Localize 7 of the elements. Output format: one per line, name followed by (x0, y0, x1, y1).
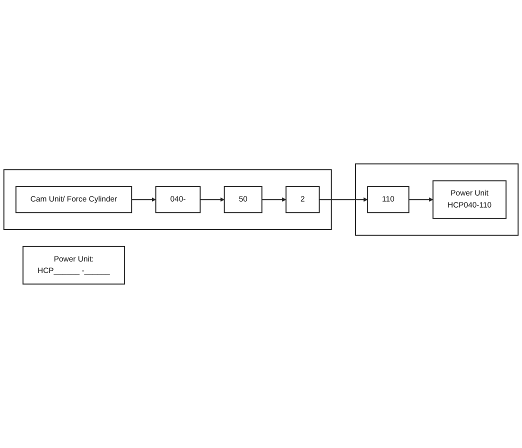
arrow (200, 198, 225, 202)
cluster (3, 169, 332, 230)
cluster (355, 163, 519, 236)
arrow (318, 198, 368, 202)
arrow (261, 198, 286, 202)
arrow (408, 198, 434, 202)
arrow (131, 198, 156, 202)
